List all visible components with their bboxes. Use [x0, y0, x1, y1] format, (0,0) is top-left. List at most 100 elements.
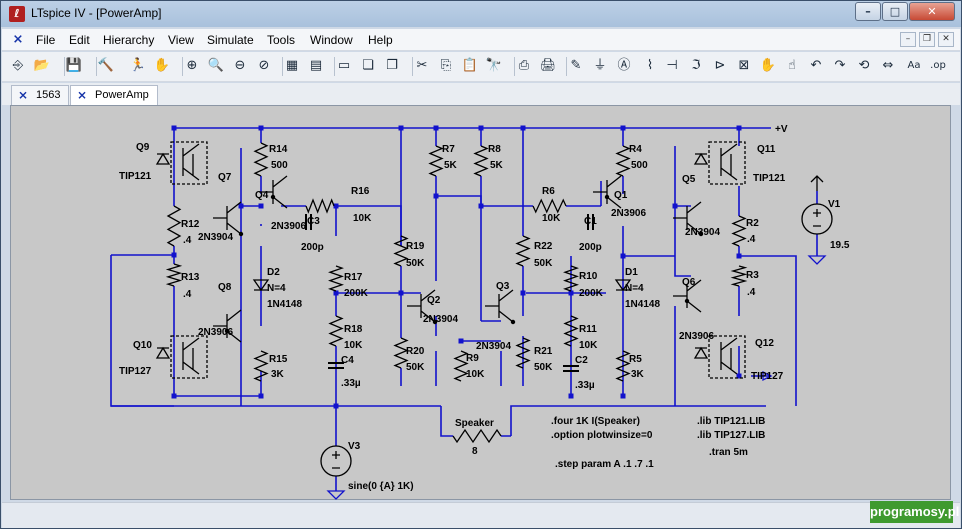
q5-model: 2N3904 — [685, 227, 720, 238]
directive-tran: .tran 5m — [709, 447, 748, 458]
q11-symbol — [693, 141, 746, 185]
tab-poweramp[interactable]: ⨯ PowerAmp — [70, 85, 158, 105]
junction-dot — [520, 125, 526, 131]
title-bar[interactable]: ℓ LTspice IV - [PowerAmp] – □ ✕ — [1, 1, 961, 27]
watermark: programosy.pl — [870, 501, 959, 523]
wires — [110, 127, 818, 491]
control-panel-icon[interactable]: 🔨 — [97, 58, 115, 73]
grid-icon[interactable]: ▤ — [309, 58, 323, 73]
draw-wire-icon[interactable]: ✎ — [570, 58, 582, 73]
pan-icon[interactable]: ✋ — [153, 58, 171, 73]
junction-dot — [333, 290, 339, 296]
inductor-icon[interactable]: ℑ — [691, 58, 701, 73]
ground-icon — [326, 490, 346, 500]
zoom-in-icon[interactable]: ⊕ — [186, 58, 198, 73]
r22-symbol — [515, 235, 531, 267]
print-icon[interactable]: 🖨 — [539, 58, 557, 73]
zoom-fit-icon[interactable]: ⊘ — [258, 58, 270, 73]
resistor-icon[interactable]: ⌇ — [646, 58, 654, 73]
menu-tools[interactable]: Tools — [267, 33, 296, 47]
drag-icon[interactable]: ☝ — [788, 58, 796, 73]
r5-symbol — [615, 350, 631, 382]
find-icon[interactable]: 🔭 — [485, 58, 503, 73]
mdi-minimize-button[interactable]: – — [900, 32, 916, 47]
move-icon[interactable]: ✋ — [759, 58, 777, 73]
r10-symbol — [563, 265, 579, 292]
menu-hierarchy[interactable]: Hierarchy — [103, 33, 155, 47]
menu-help[interactable]: Help — [368, 33, 393, 47]
spice-directive-icon[interactable]: .op — [930, 60, 946, 71]
r18-name: R18 — [344, 324, 363, 335]
menu-window[interactable]: Window — [310, 33, 353, 47]
junctions — [171, 125, 742, 409]
r11-value: 10K — [579, 340, 598, 351]
junction-dot — [171, 252, 177, 258]
mdi-close-button[interactable]: ✕ — [938, 32, 954, 47]
directive-option: .option plotwinsize=0 — [551, 430, 653, 441]
capacitor-icon[interactable]: ⊣ — [666, 58, 678, 73]
tile-vertical-icon[interactable]: ❐ — [386, 58, 398, 73]
r12-value: .4 — [183, 235, 192, 246]
v1-symbol — [801, 203, 833, 235]
undo-icon[interactable]: ↶ — [810, 58, 822, 73]
minimize-button[interactable]: – — [855, 2, 881, 21]
junction-dot — [736, 373, 742, 379]
q7-name: Q7 — [218, 172, 232, 183]
close-button[interactable]: ✕ — [909, 2, 955, 21]
redo-icon[interactable]: ↷ — [834, 58, 846, 73]
open-icon[interactable]: 📂 — [33, 58, 51, 73]
menu-view[interactable]: View — [168, 33, 194, 47]
r7-value: 5K — [444, 160, 458, 171]
d2-symbol — [252, 279, 270, 292]
paste-icon[interactable]: 📋 — [461, 58, 479, 73]
c4-symbol — [328, 362, 344, 369]
junction-dot — [258, 393, 264, 399]
status-bar — [2, 502, 960, 528]
r10-name: R10 — [579, 271, 598, 282]
cut-icon[interactable]: ✂ — [416, 58, 428, 73]
diode-icon[interactable]: ⊳ — [714, 58, 726, 73]
v1-value: 19.5 — [830, 240, 850, 251]
zoom-out-icon[interactable]: ⊖ — [234, 58, 246, 73]
speaker-symbol — [452, 428, 502, 444]
menu-file[interactable]: File — [36, 33, 56, 47]
save-icon[interactable]: 💾 — [65, 58, 83, 73]
schematic-tab-icon: ⨯ — [18, 88, 29, 102]
menu-simulate[interactable]: Simulate — [207, 33, 254, 47]
document-icon[interactable]: ⨯ — [12, 32, 24, 47]
r19-name: R19 — [406, 241, 425, 252]
junction-dot — [736, 253, 742, 259]
zoom-pan-icon[interactable]: 🔍 — [207, 58, 225, 73]
label-net-icon[interactable]: Ⓐ — [617, 58, 631, 73]
c1-name: C1 — [584, 216, 597, 227]
rotate-icon[interactable]: ⟲ — [858, 58, 870, 73]
new-schematic-icon[interactable]: ⎆ — [12, 58, 24, 73]
tile-horizontal-icon[interactable]: ▭ — [337, 58, 351, 73]
d1-param: N=4 — [625, 283, 644, 294]
r16-value: 10K — [353, 213, 372, 224]
r15-name: R15 — [269, 354, 288, 365]
mdi-restore-button[interactable]: ❐ — [919, 32, 935, 47]
q6-symbol — [673, 279, 702, 313]
tab-1563[interactable]: ⨯ 1563 — [11, 85, 69, 105]
schematic-canvas[interactable]: +V Q9 TIP121 Q7 2N3904 R12 .4 R13 .4 Q8 … — [10, 105, 951, 500]
ground-icon[interactable]: ⏚ — [593, 58, 607, 73]
text-icon[interactable]: Aa — [907, 60, 921, 71]
toolbar-separator — [412, 57, 413, 76]
maximize-button[interactable]: □ — [882, 2, 908, 21]
toolbar-separator — [182, 57, 183, 76]
mirror-icon[interactable]: ⇔ — [882, 58, 894, 73]
d2-name: D2 — [267, 267, 280, 278]
q4-name: Q4 — [255, 190, 269, 201]
autorange-icon[interactable]: ▦ — [285, 58, 299, 73]
run-icon[interactable]: 🏃 — [129, 58, 147, 73]
tab-label: PowerAmp — [95, 89, 149, 101]
copy-icon[interactable]: ⎘ — [440, 58, 452, 73]
v3-symbol — [320, 445, 352, 477]
menu-edit[interactable]: Edit — [69, 33, 90, 47]
component-icon[interactable]: ⊠ — [738, 58, 750, 73]
cascade-icon[interactable]: ❏ — [362, 58, 374, 73]
r2-value: .4 — [747, 234, 756, 245]
print-preview-icon[interactable]: ⎙ — [518, 58, 530, 73]
d2-param: N=4 — [267, 283, 286, 294]
